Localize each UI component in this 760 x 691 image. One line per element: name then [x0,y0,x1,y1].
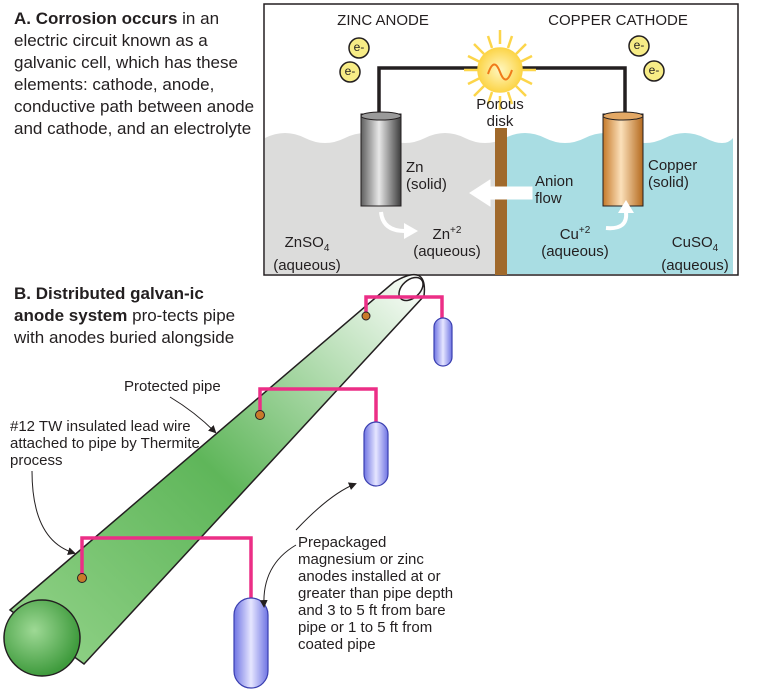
cu-ion-arrow-icon [605,211,629,231]
electron-icon [339,35,665,83]
anion-flow-arrow-icon [469,179,533,207]
zinc-anode-title: ZINC ANODE [337,12,429,29]
copper-cathode-rod [602,111,644,207]
leader-line [31,396,357,608]
electron-label: e- [648,63,660,77]
lead-wire [80,295,444,598]
zn-solid-label: Zn (solid) [406,159,447,193]
znso4-label: ZnSO4 (aqueous) [273,234,341,274]
porous-disk-label: Porous disk [476,96,524,130]
electron-label: e- [353,40,365,54]
caption-a-heading: A. Corrosion occurs [14,9,178,28]
anion-flow-label: Anion flow [535,173,574,207]
zn-ion-label: Zn+2 (aqueous) [413,225,481,260]
cu-ion-label: Cu+2 (aqueous) [541,225,609,260]
buried-anode [233,317,453,689]
caption-b-body: pro-tects pipe with anodes buried alongs… [14,306,236,347]
anodes-label: Prepackaged magnesium or zinc anodes ins… [298,534,454,653]
copper-cathode-title: COPPER CATHODE [548,12,688,29]
lead-wire-label: #12 TW insulated lead wire attached to p… [10,418,200,469]
caption-a-body: in an electric circuit known as a galvan… [14,9,255,138]
zn-ion-arrow-icon [379,211,408,234]
cuso4-label: CuSO4 (aqueous) [661,234,729,274]
light-bulb-icon [464,30,536,110]
pipe-end [3,599,81,677]
porous-disk [495,128,507,275]
caption-b: B. Distributed galvan-ic anode system pr… [14,283,244,349]
copper-solid-label: Copper (solid) [648,157,698,191]
zinc-anode-rod [360,111,402,207]
weld-point [77,311,371,583]
electron-label: e- [633,38,645,52]
protected-pipe-label: Protected pipe [124,378,221,395]
caption-b-heading: B. Distributed galvan-ic anode system [14,284,204,325]
electron-label: e- [344,64,356,78]
caption-a: A. Corrosion occurs in an electric circu… [14,8,264,140]
